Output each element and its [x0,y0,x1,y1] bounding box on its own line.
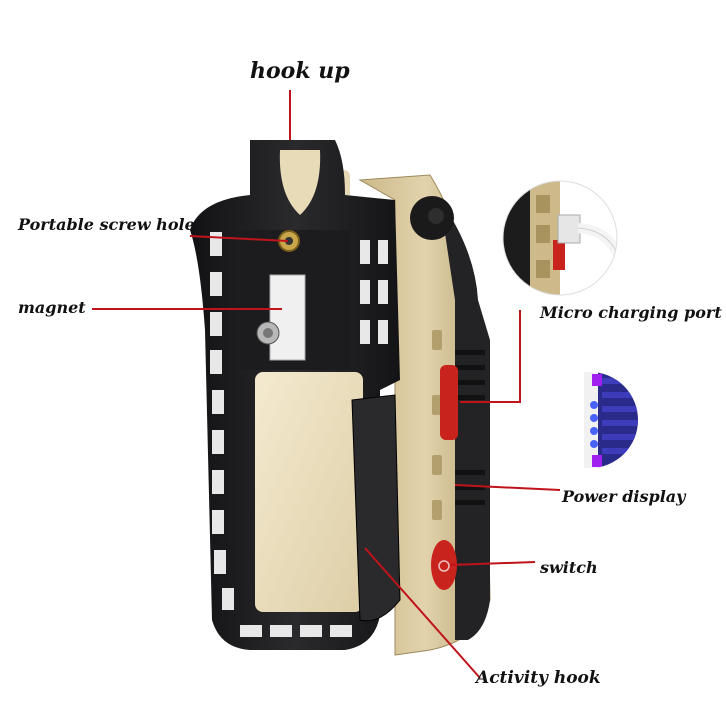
device-body [358,174,491,656]
power-switch-button [431,540,457,590]
frame-slots-right [360,240,388,344]
charging-port-inset [502,180,618,296]
label-micro-charging-port: Micro charging port [540,303,722,322]
leader-power-display [454,484,561,491]
leader-lines [92,90,561,679]
black-frame [190,140,401,650]
power-display-inset [542,372,638,468]
leader-screw-hole [189,235,289,242]
leader-micro-port [460,310,521,403]
label-activity-hook: Activity hook [476,668,601,688]
side-ribs [432,330,442,520]
charging-port-cover [440,365,458,440]
label-power-display: Power display [562,487,686,506]
magnet-plate [269,274,306,361]
leader-activity-hook [364,547,481,679]
label-magnet: magnet [18,298,86,317]
frame-slots-bottom [240,625,352,637]
label-portable-screw-hole: Portable screw hole [18,215,195,234]
leader-switch [449,561,536,566]
label-switch: switch [540,558,598,577]
label-hook-up: hook up [250,58,350,84]
grip-bars [455,350,485,505]
hook-hole [279,150,321,215]
activity-hook-clip [351,394,401,622]
